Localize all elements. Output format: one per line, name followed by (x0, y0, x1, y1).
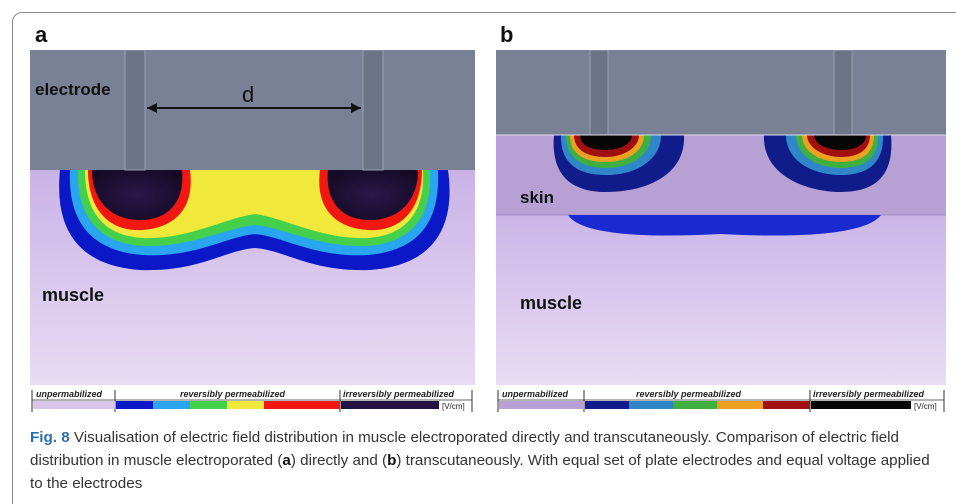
field-muscle-blue (568, 215, 881, 236)
caption-title: Visualisation of electric field distribu… (73, 429, 712, 446)
figure-frame (12, 12, 956, 504)
panel-b-label: b (500, 22, 514, 47)
field-skin-right-black (814, 135, 866, 150)
field-skin-left-black (580, 135, 632, 150)
electrode-plate-right (362, 50, 384, 171)
legend-b-unperm: unpermabilized (502, 389, 569, 399)
legend-swatch-1 (116, 401, 153, 409)
electrode-plate-left (124, 50, 146, 171)
legend-a-unperm: unpermabilized (36, 389, 103, 399)
legend-a-irreversible: irreversibly permeabilized (343, 389, 455, 399)
distance-arrowhead-right (351, 103, 361, 113)
legend-b-unit: [V/cm] (914, 402, 937, 411)
legend-b-swatch-4 (717, 401, 763, 409)
caption-text-3: ) transcutaneously. With equal set of pl… (30, 452, 930, 492)
muscle-region-b (496, 215, 946, 385)
electrode-block-b (496, 50, 946, 135)
distance-arrowhead-left (147, 103, 157, 113)
panel-a: electrode d muscle unpermabilized revers… (30, 50, 475, 415)
legend-b-swatch-1 (585, 401, 629, 409)
legend-swatch-4 (227, 401, 264, 409)
electrode-plate-left-b (589, 50, 609, 136)
figure-caption: Fig. 8 Visualisation of electric field d… (30, 426, 945, 495)
legend-swatch-6 (341, 401, 439, 409)
panel-b: skin muscle unpermabilized reversibly pe… (496, 50, 946, 415)
legend-a-reversible: reversibly permeabilized (180, 389, 286, 399)
caption-text-2: ) directly and ( (290, 452, 388, 469)
muscle-label-a: muscle (42, 285, 105, 305)
caption-text-1: Comparison of electric field distributio… (30, 429, 899, 469)
field-irreversible-left (92, 170, 183, 220)
legend-b-reversible: reversibly permeabilized (636, 389, 742, 399)
distance-label: d (242, 82, 255, 107)
skin-label: skin (520, 188, 555, 207)
muscle-label-b: muscle (520, 293, 583, 313)
panel-b-simulation (496, 50, 946, 415)
field-irreversible-right (327, 170, 418, 220)
legend-swatch-2 (153, 401, 190, 409)
legend-b-swatch-3 (673, 401, 717, 409)
caption-fig-label: Fig. 8 (30, 429, 70, 446)
electrode-block (30, 50, 475, 170)
caption-ref-a: a (282, 452, 291, 469)
electrode-label: electrode (35, 80, 111, 99)
legend-b-swatch-6 (811, 401, 911, 409)
legend-b-swatch-5 (763, 401, 810, 409)
panel-a-label: a (35, 22, 48, 47)
legend-b-swatch-unperm (499, 401, 584, 409)
panel-a-simulation (30, 50, 475, 415)
legend-swatch-unperm (33, 401, 115, 409)
legend-b-swatch-2 (629, 401, 673, 409)
legend-b-irreversible: irreversibly permeabilized (813, 389, 925, 399)
legend-swatch-5 (264, 401, 340, 409)
legend-a-unit: [V/cm] (442, 402, 465, 411)
legend-swatch-3 (190, 401, 227, 409)
electrode-plate-right-b (833, 50, 853, 136)
caption-ref-b: b (387, 452, 397, 469)
